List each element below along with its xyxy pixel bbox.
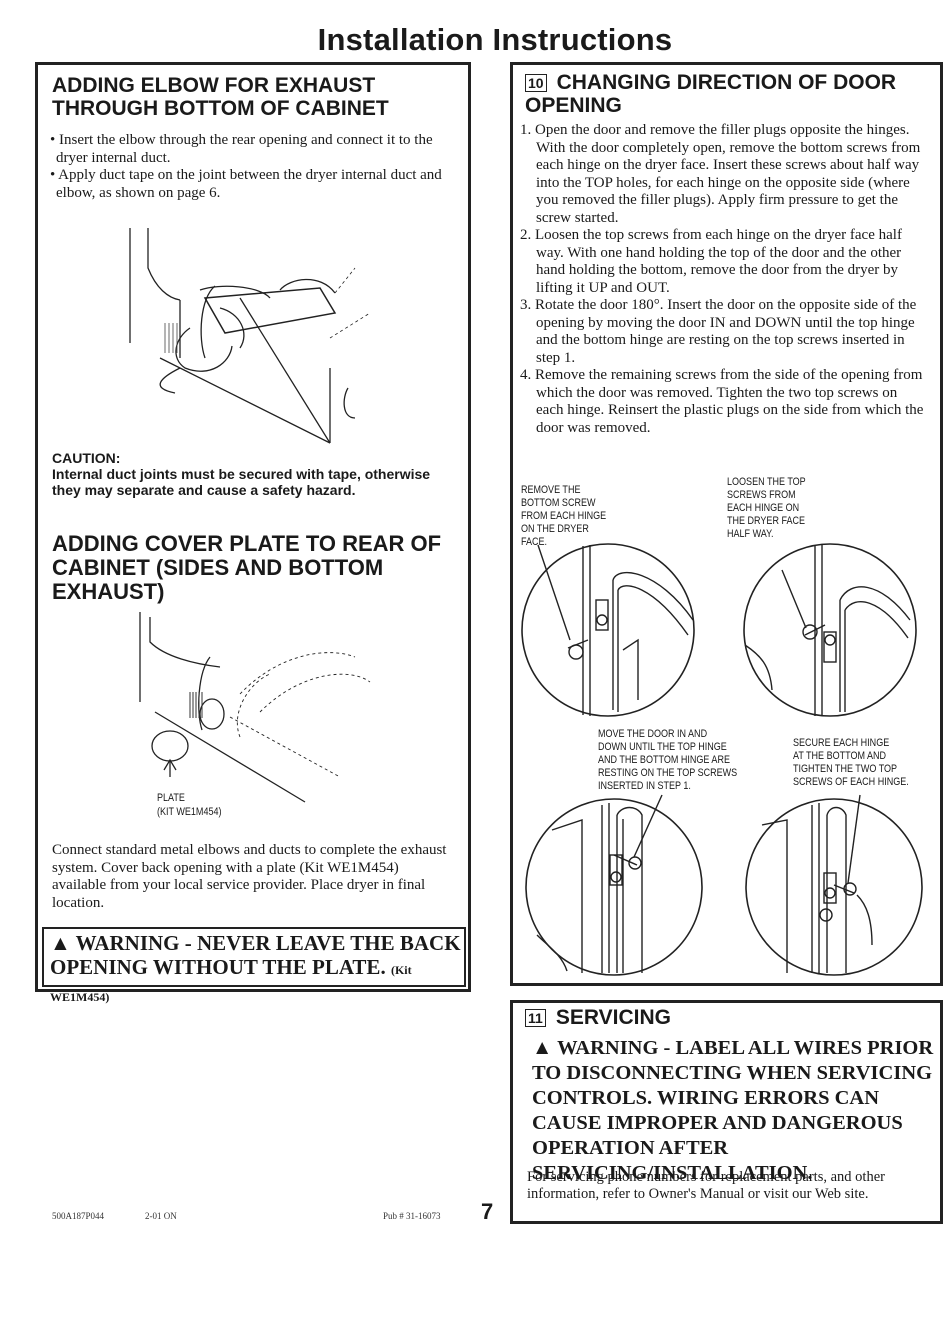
fig-label-move: MOVE THE DOOR IN AND DOWN UNTIL THE TOP … xyxy=(598,728,738,792)
servicing-warning: ▲ WARNING - LABEL ALL WIRES PRIOR TO DIS… xyxy=(532,1036,936,1186)
page-title: Installation Instructions xyxy=(317,22,673,57)
hinge-figure-secure xyxy=(745,794,923,976)
step-item: 4. Remove the remaining screws from the … xyxy=(520,367,924,436)
cover-plate-illustration xyxy=(139,612,371,803)
plate-kit-label: (KIT WE1M454) xyxy=(157,806,222,818)
door-direction-heading: 10Changing Direction of Door Opening xyxy=(525,71,930,117)
footer-pub: Pub # 31-16073 xyxy=(383,1211,441,1221)
bullet-item: • Apply duct tape on the joint between t… xyxy=(50,167,442,201)
fig-label-secure: SECURE EACH HINGE AT THE BOTTOM AND TIGH… xyxy=(793,737,909,788)
footer-date: 2-01 ON xyxy=(145,1211,177,1221)
elbow-bullets: • Insert the elbow through the rear open… xyxy=(50,132,464,202)
elbow-heading: Adding Elbow for Exhaust Through Bottom … xyxy=(52,74,389,120)
section-number: 10 xyxy=(525,74,547,93)
hinge-figure-loosen xyxy=(743,543,917,717)
caution-text: Internal duct joints must be secured wit… xyxy=(52,466,431,498)
door-direction-panel xyxy=(510,62,943,986)
page-number: 7 xyxy=(481,1199,494,1224)
door-steps: 1. Open the door and remove the filler p… xyxy=(520,122,928,437)
back-opening-warning-box xyxy=(42,927,466,987)
connect-text: Connect standard metal elbows and ducts … xyxy=(52,842,447,911)
warning-icon: ▲ xyxy=(532,1037,553,1059)
fig-label-remove: REMOVE THE BOTTOM SCREW FROM EACH HINGE … xyxy=(521,484,607,548)
warning-kit-text: (Kit WE1M454) xyxy=(50,963,412,1004)
servicing-number: 11 xyxy=(525,1009,546,1028)
elbow-illustration xyxy=(129,228,371,444)
footer-code: 500A187P044 xyxy=(52,1211,105,1221)
step-item: 3. Rotate the door 180°. Insert the door… xyxy=(520,297,917,366)
servicing-title: Servicing xyxy=(555,1006,671,1029)
warning-icon: ▲ xyxy=(50,931,71,955)
warning-main-text: WARNING - NEVER LEAVE THE BACK OPENING W… xyxy=(50,931,461,979)
servicing-heading: 11 Servicing xyxy=(525,1006,925,1029)
servicing-panel xyxy=(510,1000,943,1224)
back-opening-warning: ▲ WARNING - NEVER LEAVE THE BACK OPENING… xyxy=(50,931,462,1009)
left-panel xyxy=(35,62,471,992)
bullet-item: • Insert the elbow through the rear open… xyxy=(50,132,433,166)
step-item: 2. Loosen the top screws from each hinge… xyxy=(520,227,902,296)
hinge-figure-move xyxy=(525,794,703,976)
step-item: 1. Open the door and remove the filler p… xyxy=(520,122,921,226)
fig-label-loosen: LOOSEN THE TOP SCREWS FROM EACH HINGE ON… xyxy=(727,476,806,540)
cover-plate-heading: Adding Cover Plate to Rear of Cabinet (S… xyxy=(52,531,442,604)
hinge-figure-remove xyxy=(521,543,695,717)
servicing-text: For servicing phone numbers for replacem… xyxy=(527,1169,885,1202)
servicing-warning-text: WARNING - LABEL ALL WIRES PRIOR TO DISCO… xyxy=(532,1037,934,1184)
door-direction-title: Changing Direction of Door Opening xyxy=(525,71,897,117)
caution-label: CAUTION: xyxy=(52,450,121,466)
plate-label: PLATE xyxy=(157,792,185,804)
